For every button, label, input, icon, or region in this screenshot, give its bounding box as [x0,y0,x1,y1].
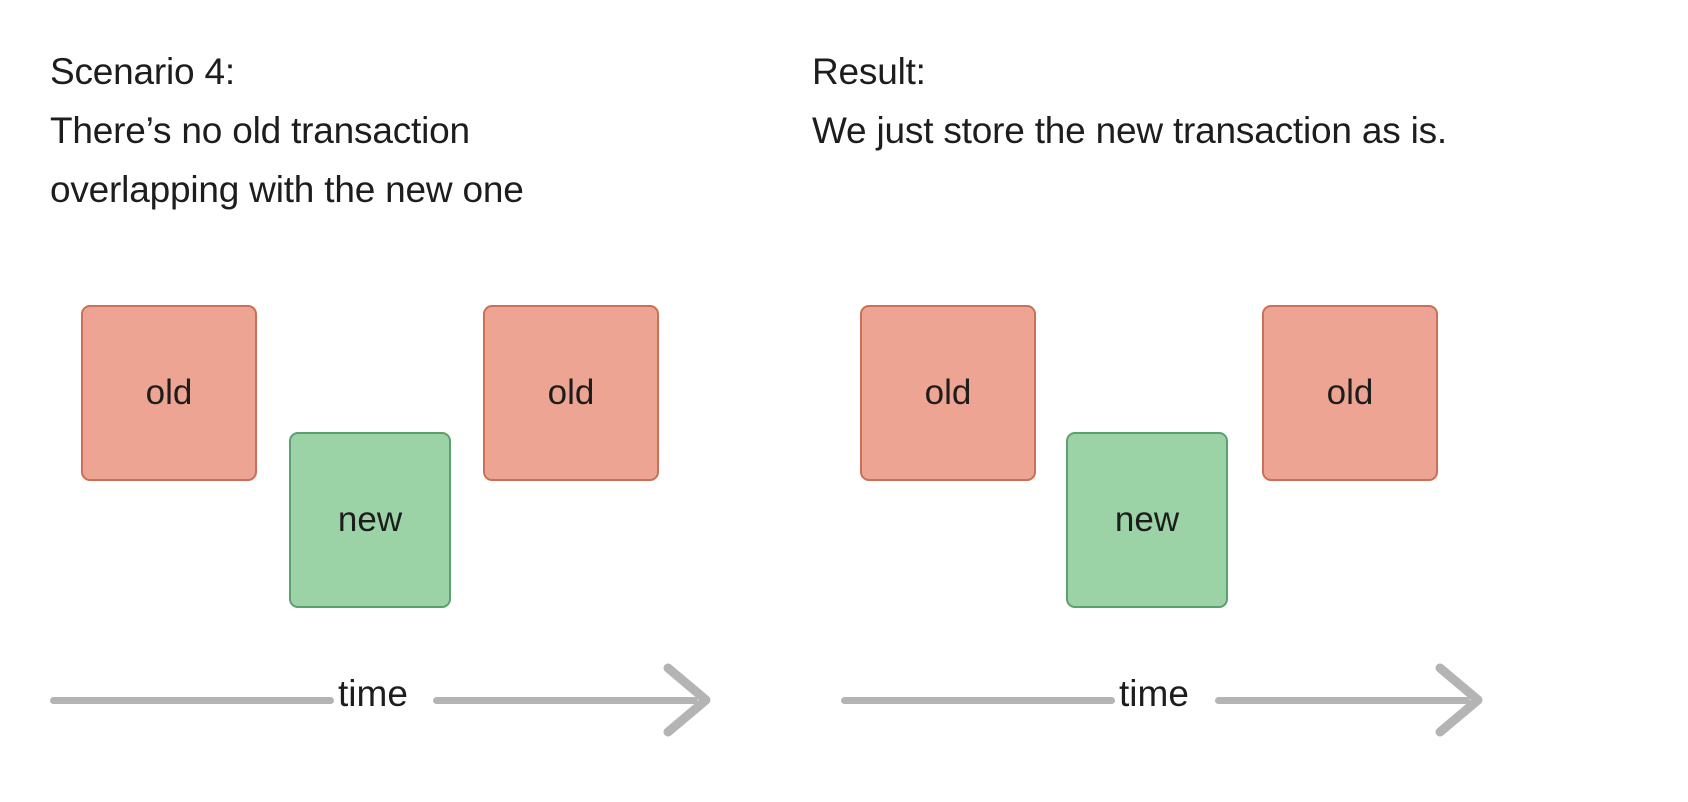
box-label: old [145,373,193,412]
box-label: old [1326,373,1374,412]
box-label: old [924,373,972,412]
result-caption-line-2: We just store the new transaction as is. [812,110,1448,151]
result-axis-arrowhead-icon [1434,662,1490,743]
box-label: new [337,500,403,539]
result-box-old-1: old [860,305,1036,481]
scenario-axis-arrowhead-icon [662,662,718,743]
scenario-caption-line-3: overlapping with the new one [50,169,524,210]
box-label: old [547,373,595,412]
scenario-timeline: old new old time [50,0,750,802]
result-caption-line-1: Result: [812,51,926,92]
result-timeline: old new old time [812,0,1672,802]
result-box-new-2: new [1066,432,1228,608]
scenario-caption-line-1: Scenario 4: [50,51,235,92]
scenario-caption-line-2: There’s no old transaction [50,110,470,151]
scenario-axis-label: time [338,673,408,714]
result-axis-segment-right [1215,697,1470,704]
scenario-axis-segment-left [50,697,334,704]
scenario-axis-segment-right [433,697,698,704]
result-box-old-3: old [1262,305,1438,481]
panel-result: Result: We just store the new transactio… [762,0,1688,802]
panel-scenario: Scenario 4: There’s no old transaction o… [0,0,780,802]
result-axis-segment-left [841,697,1115,704]
scenario-box-old-1: old [81,305,257,481]
scenario-box-new-2: new [289,432,451,608]
box-label: new [1114,500,1180,539]
result-axis-label: time [1119,673,1189,714]
scenario-box-old-3: old [483,305,659,481]
